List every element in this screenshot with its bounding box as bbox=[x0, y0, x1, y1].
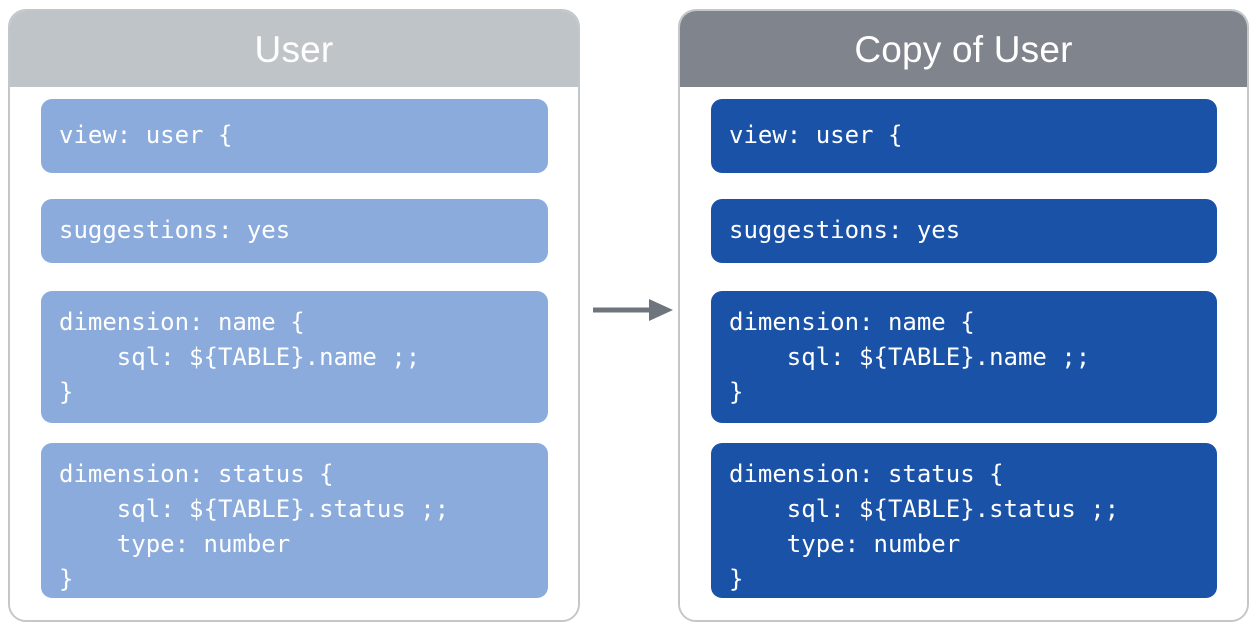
source-view-block: view: user { bbox=[41, 99, 548, 173]
copy-suggestions-block: suggestions: yes bbox=[711, 199, 1217, 263]
source-panel-title: User bbox=[254, 28, 334, 70]
copy-panel-title: Copy of User bbox=[854, 28, 1073, 70]
source-dimension-status-block: dimension: status { sql: ${TABLE}.status… bbox=[41, 443, 548, 598]
source-panel-body: view: user { suggestions: yes dimension:… bbox=[10, 87, 578, 620]
copy-panel: Copy of User view: user { suggestions: y… bbox=[678, 9, 1249, 622]
source-panel-header: User bbox=[10, 11, 578, 87]
source-panel: User view: user { suggestions: yes dimen… bbox=[8, 9, 580, 622]
source-dimension-name-block: dimension: name { sql: ${TABLE}.name ;; … bbox=[41, 291, 548, 423]
arrow-right-icon bbox=[593, 299, 673, 321]
copy-view-block: view: user { bbox=[711, 99, 1217, 173]
source-suggestions-block: suggestions: yes bbox=[41, 199, 548, 263]
copy-panel-body: view: user { suggestions: yes dimension:… bbox=[680, 87, 1247, 620]
copy-dimension-status-block: dimension: status { sql: ${TABLE}.status… bbox=[711, 443, 1217, 598]
copy-arrow bbox=[591, 296, 675, 324]
copy-panel-header: Copy of User bbox=[680, 11, 1247, 87]
copy-dimension-name-block: dimension: name { sql: ${TABLE}.name ;; … bbox=[711, 291, 1217, 423]
